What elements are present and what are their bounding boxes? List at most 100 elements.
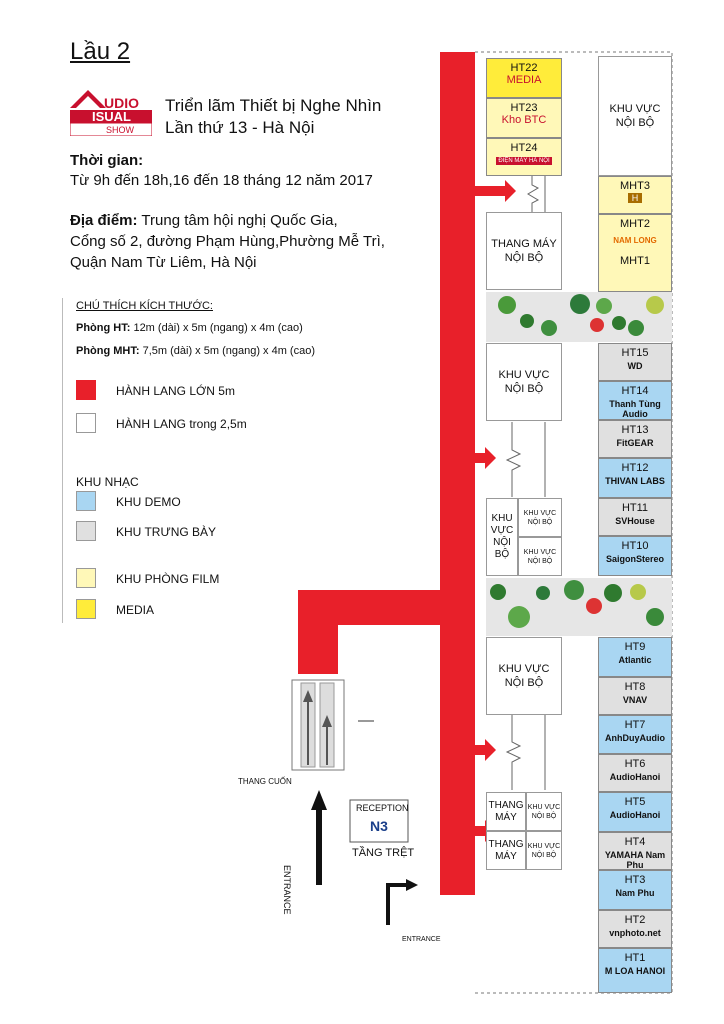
entrance-label-1: ENTRANCE (282, 865, 292, 915)
room-code: HT13 (621, 424, 649, 436)
svg-text:UDIO: UDIO (104, 95, 139, 111)
room-code: HT3 (624, 874, 646, 886)
reception-logo: N3 (370, 818, 388, 834)
exhibitor-logo: SaigonStereo (605, 554, 664, 564)
exhibitor-logo: YAMAHA Nam Phu (604, 850, 666, 870)
legend-mht-size: Phòng MHT: 7,5m (dài) x 5m (ngang) x 4m … (76, 345, 315, 357)
legend-heading: CHÚ THÍCH KÍCH THƯỚC: (76, 300, 213, 312)
exhibitor-logo: WD (627, 361, 643, 371)
exhibitor-logo: SVHouse (615, 516, 655, 526)
room-ht1[interactable]: HT1 M LOA HANOI (598, 948, 672, 993)
room-code: HT11 (621, 502, 649, 514)
legend-big-corridor: HÀNH LANG LỚN 5m (116, 384, 235, 398)
elevator-internal-bottom: KHU VỰC NỘI BỘ (526, 831, 562, 870)
time-value: Từ 9h đến 18h,16 đến 18 tháng 12 năm 201… (70, 172, 373, 189)
room-code: HT6 (624, 758, 646, 770)
address: Địa điểm: Trung tâm hội nghị Quốc Gia, C… (70, 210, 410, 273)
room-code: HT8 (624, 681, 646, 693)
exhibitor-logo: Nam Phu (615, 888, 655, 898)
exhibitor-logo: M LOA HANOI (604, 966, 666, 976)
internal-quad-tr: KHU VỰC NỘI BỘ (518, 498, 562, 537)
swatch-small-corridor (76, 413, 96, 433)
room-code: HT9 (624, 641, 646, 653)
exhibitor-logo: THIVAN LABS (605, 476, 665, 486)
legend-divider (62, 298, 63, 623)
main-corridor (440, 52, 475, 895)
address-line3: Quận Nam Từ Liêm, Hà Nội (70, 254, 257, 271)
address-line1: Trung tâm hội nghị Quốc Gia, (137, 212, 338, 229)
room-code: HT7 (624, 719, 646, 731)
internal-quad-br: KHU VỰC NỘI BỘ (518, 537, 562, 576)
entrance-label-2: ENTRANCE (402, 936, 441, 943)
exhibitor-logo: VNAV (622, 695, 648, 705)
ground-floor-label: TẦNG TRỆT (352, 847, 415, 859)
svg-text:ISUAL: ISUAL (92, 109, 131, 124)
exhibitor-logo: AnhDuyAudio (605, 733, 665, 743)
room-code: HT15 (621, 347, 649, 359)
show-title-line2: Lần thứ 13 - Hà Nội (165, 118, 315, 137)
page-title: Lầu 2 (70, 38, 131, 65)
room-ht24[interactable]: HT24 ĐIỆN MÁY HÀ NỘI (486, 138, 562, 176)
branch-corridor-down (298, 590, 338, 674)
reception-label: RECEPTION (356, 803, 409, 813)
swatch-big-corridor (76, 380, 96, 400)
room-ht23[interactable]: HT23 Kho BTC (486, 98, 562, 138)
swatch-film (76, 568, 96, 588)
audio-visual-show-logo: UDIO ISUAL SHOW (69, 88, 153, 137)
show-title: Triển lãm Thiết bị Nghe Nhìn Lần thứ 13 … (165, 95, 381, 139)
legend-media: MEDIA (116, 603, 155, 617)
legend-demo: KHU DEMO (116, 495, 181, 509)
swatch-media (76, 599, 96, 619)
legend-music-zone: KHU NHẠC (76, 475, 139, 489)
legend-small-corridor: HÀNH LANG trong 2,5m (116, 417, 247, 431)
exhibitor-logo: FitGEAR (616, 438, 654, 448)
exhibitor-logo: Atlantic (618, 655, 652, 665)
exhibitor-logo: AudioHanoi (609, 772, 661, 782)
swatch-demo (76, 491, 96, 511)
room-code: HT1 (624, 952, 646, 964)
room-code: HT14 (621, 385, 649, 397)
garden-strip-1 (486, 292, 672, 342)
exhibitor-logo: Thanh Tùng Audio (609, 399, 661, 419)
room-ht2[interactable]: HT2 vnphoto.net (598, 910, 672, 948)
time-label: Thời gian: (70, 152, 144, 169)
room-code: HT12 (621, 462, 649, 474)
exhibitor-logo: AudioHanoi (609, 810, 661, 820)
room-ht22[interactable]: HT22 MEDIA (486, 58, 562, 98)
room-mht3[interactable]: MHT3 H (598, 176, 672, 214)
elevator-internal-top: KHU VỰC NỘI BỘ (526, 792, 562, 831)
room-code: HT4 (624, 836, 646, 848)
address-line2: Cổng số 2, đường Phạm Hùng,Phường Mễ Trì… (70, 233, 385, 250)
svg-text:SHOW: SHOW (106, 125, 135, 135)
swatch-display (76, 521, 96, 541)
room-code: HT5 (624, 796, 646, 808)
room-mht2-mht1[interactable]: MHT2 NAM LONG MHT1 (598, 214, 672, 292)
legend-display: KHU TRƯNG BÀY (116, 525, 217, 539)
address-label: Địa điểm: (70, 212, 138, 229)
show-title-line1: Triển lãm Thiết bị Nghe Nhìn (165, 96, 382, 115)
room-code: HT2 (624, 914, 646, 926)
exhibitor-logo: vnphoto.net (609, 928, 661, 938)
room-code: HT10 (621, 540, 649, 552)
legend-ht-size: Phòng HT: 12m (dài) x 5m (ngang) x 4m (c… (76, 322, 303, 334)
